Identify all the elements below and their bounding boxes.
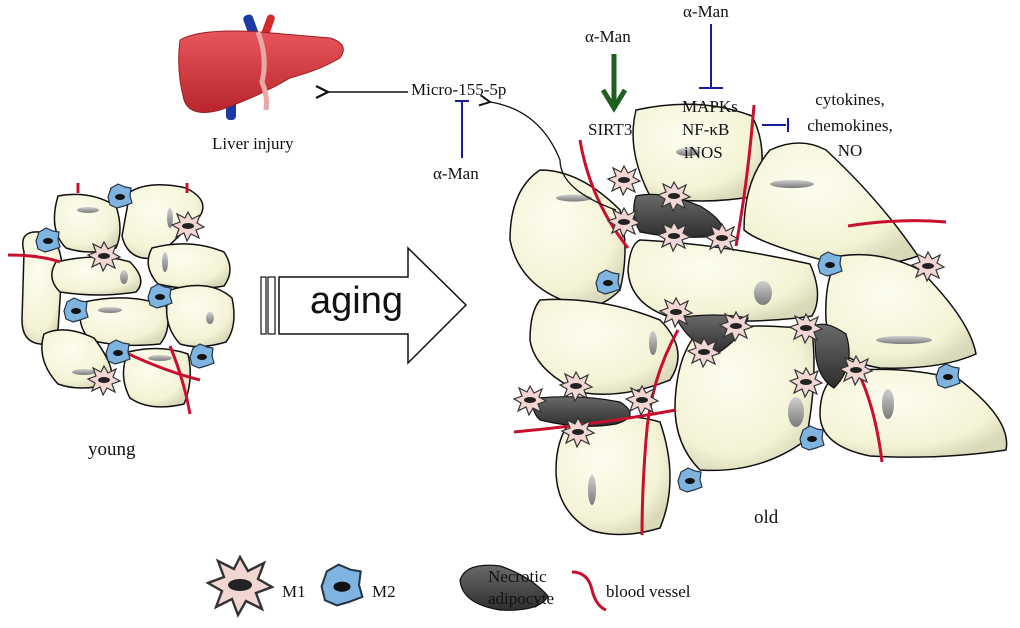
label-chemokines: chemokines, [807,116,893,135]
inhibit-aman-mapks [699,24,723,89]
label-nfkb: NF-κB [682,120,730,139]
label-aman-micro: α-Man [433,164,479,183]
legend-m1-label: M1 [282,582,306,601]
label-aging: aging [310,280,403,322]
inhibit-aman-micro [455,100,469,158]
activate-aman-sirt3 [600,54,628,113]
label-inos: iNOS [684,143,723,162]
legend-m2-icon [320,563,364,607]
aging-arrow [260,246,468,365]
inhibit-nfkb-cytokines [762,118,789,132]
label-liver-injury: Liver injury [212,134,294,153]
legend-vessel-label: blood vessel [606,582,691,601]
label-aman-mapks: α-Man [683,2,729,21]
legend-vessel-icon [571,570,607,612]
legend-necrotic-label-1: Necrotic [488,567,547,586]
legend-m1-icon [206,555,274,617]
legend-necrotic-label-2: adipocyte [488,589,555,608]
label-mapks: MAPKs [682,97,738,116]
label-old: old [754,507,779,528]
old-tissue [478,94,1008,536]
label-micro-155-5p: Micro-155-5p [411,80,507,99]
legend [206,555,607,617]
label-cytokines: cytokines, [815,90,885,109]
label-no: NO [837,141,863,160]
young-tissue [7,183,235,415]
legend-necrotic-icon [459,564,549,611]
liver-icon [178,14,344,120]
legend-m2-label: M2 [372,582,396,601]
label-young: young [88,439,136,460]
label-aman-sirt3: α-Man [585,27,631,46]
label-sirt3: SIRT3 [588,120,633,139]
